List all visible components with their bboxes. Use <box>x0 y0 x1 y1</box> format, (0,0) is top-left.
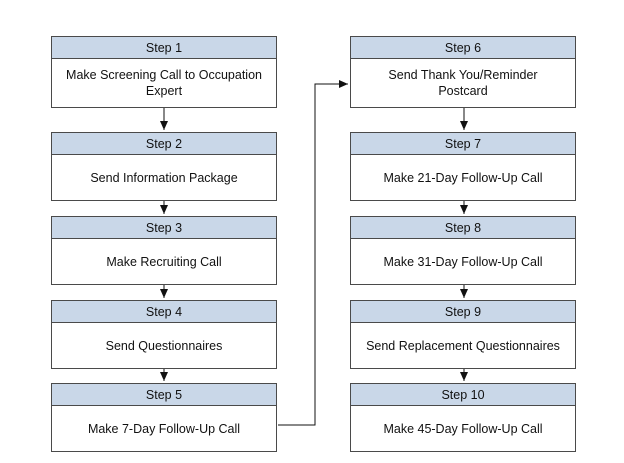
step-1-header: Step 1 <box>52 37 276 59</box>
step-9-box: Step 9 Send Replacement Questionnaires <box>350 300 576 369</box>
step-4-box: Step 4 Send Questionnaires <box>51 300 277 369</box>
step-7-body: Make 21-Day Follow-Up Call <box>383 170 543 185</box>
step-7-box: Step 7 Make 21-Day Follow-Up Call <box>350 132 576 201</box>
step-3-header: Step 3 <box>52 217 276 239</box>
step-3-body: Make Recruiting Call <box>106 254 222 269</box>
step-2-box: Step 2 Send Information Package <box>51 132 277 201</box>
step-1-box: Step 1 Make Screening Call to Occupation… <box>51 36 277 108</box>
step-2-header: Step 2 <box>52 133 276 155</box>
step-4-body: Send Questionnaires <box>105 338 223 353</box>
step-6-header: Step 6 <box>351 37 575 59</box>
step-8-header: Step 8 <box>351 217 575 239</box>
step-9-body: Send Replacement Questionnaires <box>366 338 560 353</box>
step-6-box: Step 6 Send Thank You/Reminder Postcard <box>350 36 576 108</box>
step-10-header: Step 10 <box>351 384 575 406</box>
step-1-body: Make Screening Call to Occupation Expert <box>66 68 262 98</box>
step-6-body: Send Thank You/Reminder Postcard <box>388 68 538 98</box>
step-10-box: Step 10 Make 45-Day Follow-Up Call <box>350 383 576 452</box>
step-5-body: Make 7-Day Follow-Up Call <box>87 421 241 436</box>
step-7-header: Step 7 <box>351 133 575 155</box>
step-5-box: Step 5 Make 7-Day Follow-Up Call <box>51 383 277 452</box>
step-10-body: Make 45-Day Follow-Up Call <box>383 421 543 436</box>
step-8-box: Step 8 Make 31-Day Follow-Up Call <box>350 216 576 285</box>
step-9-header: Step 9 <box>351 301 575 323</box>
step-4-header: Step 4 <box>52 301 276 323</box>
step-2-body: Send Information Package <box>90 170 238 185</box>
step-3-box: Step 3 Make Recruiting Call <box>51 216 277 285</box>
step-5-header: Step 5 <box>52 384 276 406</box>
step-8-body: Make 31-Day Follow-Up Call <box>383 254 543 269</box>
arrow-step5-to-step6 <box>278 80 348 426</box>
